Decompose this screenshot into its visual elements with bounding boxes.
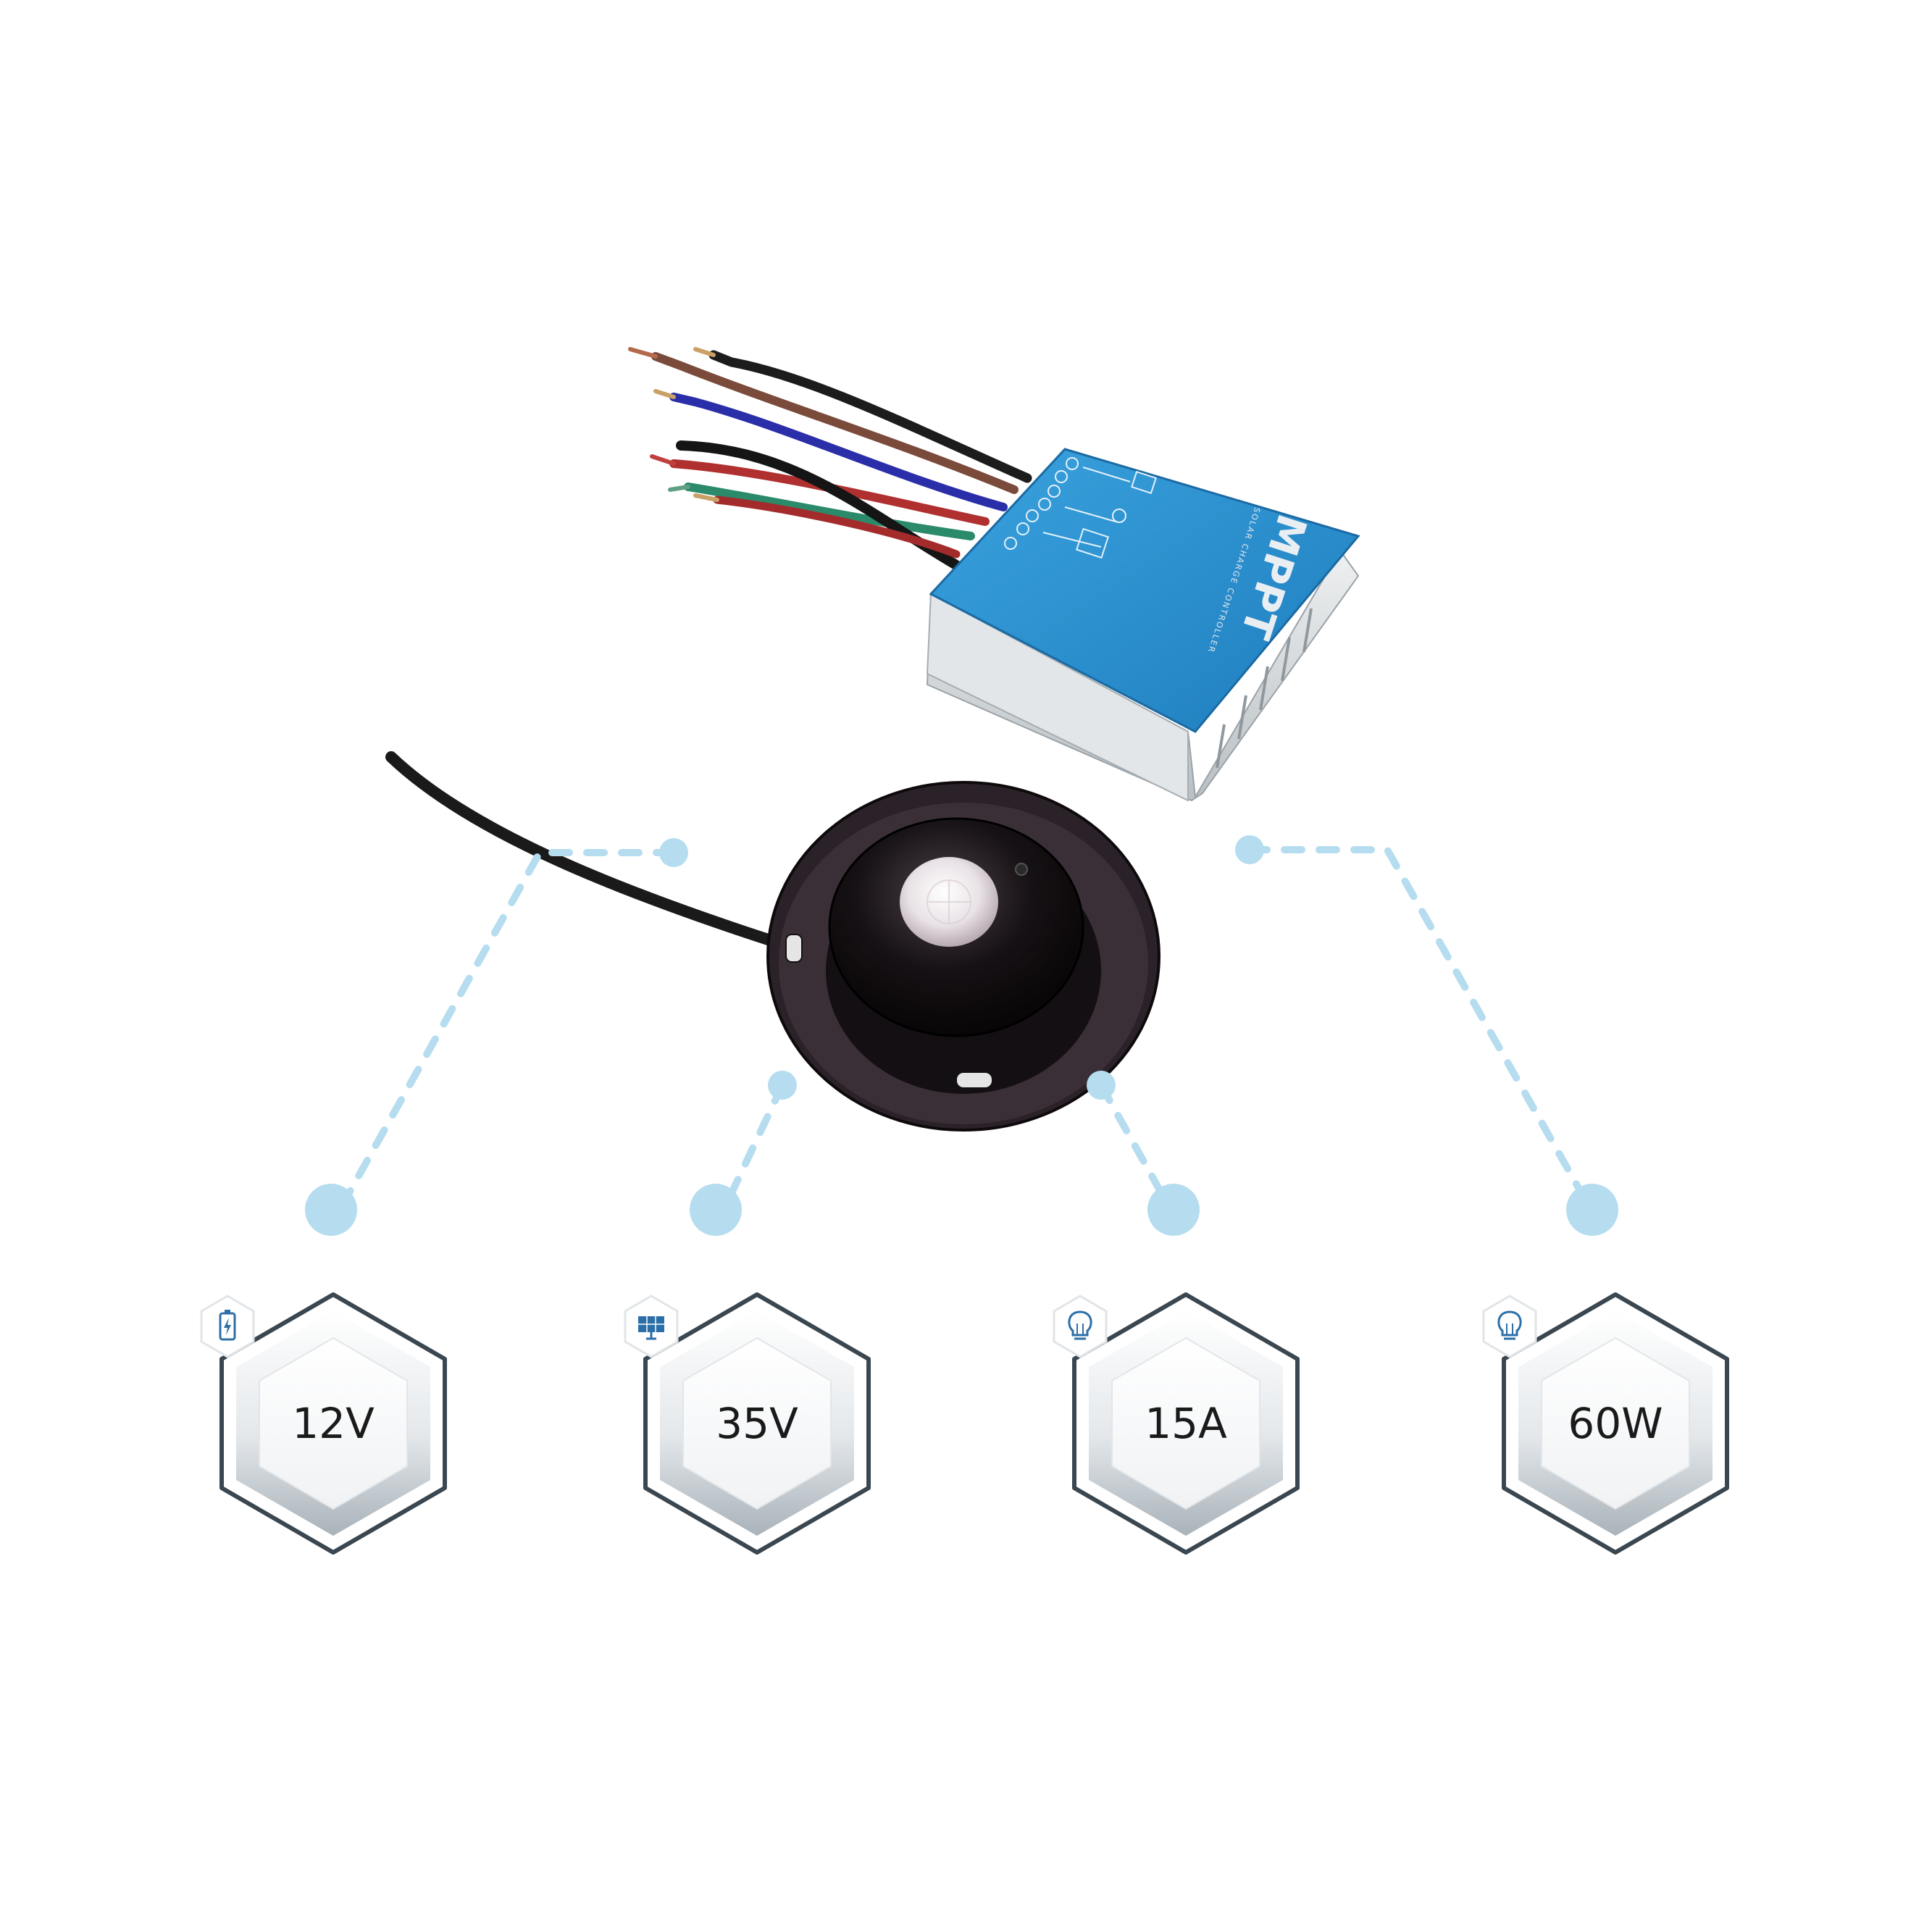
battery-icon bbox=[200, 1295, 255, 1358]
connector-line-2 bbox=[721, 1082, 786, 1212]
solar-panel-icon bbox=[624, 1295, 679, 1358]
connector-line-3 bbox=[1097, 1082, 1174, 1212]
connector-dots bbox=[305, 835, 1618, 1236]
spec-value: 15A bbox=[1145, 1399, 1227, 1448]
spec-badge-voltage-solar: 35V bbox=[624, 1292, 871, 1555]
connector-lines bbox=[337, 846, 1594, 1212]
spec-badge-power: 60W bbox=[1482, 1292, 1729, 1555]
spec-badge-voltage-battery: 12V bbox=[200, 1292, 447, 1555]
connector-end-dot bbox=[1566, 1184, 1618, 1236]
connector-line-4 bbox=[1246, 846, 1594, 1212]
connector-end-dot bbox=[305, 1184, 357, 1236]
connector-dot bbox=[1235, 835, 1264, 864]
controller-fins bbox=[1216, 608, 1313, 769]
connector-end-dot bbox=[1147, 1184, 1200, 1236]
connector-dot bbox=[768, 1071, 797, 1100]
connector-dot bbox=[659, 838, 688, 867]
light-bulb-icon bbox=[1053, 1295, 1108, 1358]
spec-value: 60W bbox=[1568, 1399, 1663, 1448]
connector-line-1 bbox=[337, 849, 677, 1212]
controller-panel-markings bbox=[1004, 457, 1157, 559]
mppt-controller-image: MPPT SOLAR CHARGE CONTROLLER bbox=[628, 347, 1360, 802]
sensor-cable bbox=[385, 751, 792, 951]
spec-badge-current: 15A bbox=[1053, 1292, 1300, 1555]
light-bulb-icon bbox=[1482, 1295, 1537, 1358]
spec-value: 12V bbox=[292, 1399, 375, 1448]
spec-value: 35V bbox=[716, 1399, 798, 1448]
connector-end-dot bbox=[690, 1184, 742, 1236]
connector-dot bbox=[1087, 1071, 1116, 1100]
motion-sensor-image bbox=[385, 751, 1161, 1132]
controller-wires bbox=[628, 347, 1032, 570]
